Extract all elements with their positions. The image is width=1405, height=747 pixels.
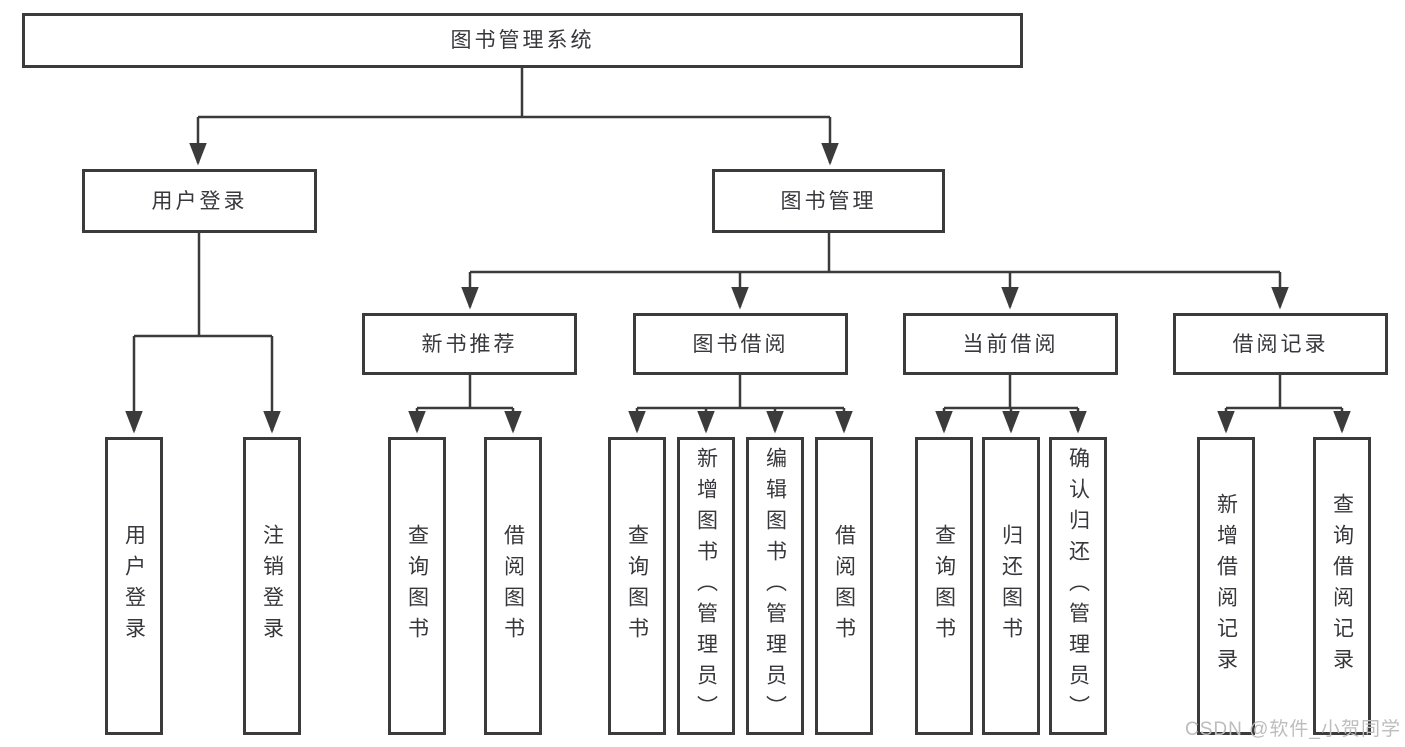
- node-leaf-logout-label: 注销登录: [260, 524, 284, 648]
- node-book-mgmt: 图书管理: [712, 169, 945, 233]
- connector-book-mgmt-children: [461, 233, 1289, 310]
- node-leaf-confirm-return-label: 确认归还（管理员）: [1066, 446, 1090, 726]
- node-borrow-records: 借阅记录: [1173, 313, 1388, 375]
- connector-borrow-records-children: [1217, 374, 1351, 434]
- node-leaf-query-book-1-label: 查询图书: [405, 524, 429, 648]
- node-leaf-add-book-label: 新增图书（管理员）: [694, 446, 718, 726]
- node-leaf-edit-book-label: 编辑图书（管理员）: [763, 446, 787, 726]
- node-leaf-confirm-return: 确认归还（管理员）: [1049, 437, 1107, 735]
- node-root: 图书管理系统: [22, 13, 1023, 68]
- node-current-borrow: 当前借阅: [903, 313, 1118, 375]
- node-book-borrow-label: 图书借阅: [692, 332, 789, 356]
- node-user-login: 用户登录: [82, 169, 317, 233]
- node-leaf-add-record: 新增借阅记录: [1197, 437, 1255, 735]
- node-new-book-rec: 新书推荐: [362, 313, 577, 375]
- node-leaf-return-book: 归还图书: [982, 437, 1040, 735]
- node-leaf-query-book-2-label: 查询图书: [625, 524, 649, 648]
- node-leaf-add-record-label: 新增借阅记录: [1214, 493, 1238, 679]
- node-book-borrow: 图书借阅: [633, 313, 848, 375]
- connector-user-login-children: [125, 233, 281, 434]
- node-leaf-query-book-3-label: 查询图书: [932, 524, 956, 648]
- connector-current-borrow-children: [935, 374, 1087, 434]
- node-borrow-records-label: 借阅记录: [1232, 332, 1329, 356]
- node-leaf-borrow-book-1: 借阅图书: [484, 437, 542, 735]
- node-root-label: 图书管理系统: [450, 29, 595, 52]
- node-leaf-query-book-1: 查询图书: [388, 437, 446, 735]
- node-leaf-add-book: 新增图书（管理员）: [677, 437, 735, 735]
- node-leaf-borrow-book-1-label: 借阅图书: [501, 524, 525, 648]
- node-user-login-label: 用户登录: [151, 189, 248, 213]
- node-leaf-borrow-book-2-label: 借阅图书: [832, 524, 856, 648]
- node-book-mgmt-label: 图书管理: [780, 189, 877, 213]
- node-leaf-query-record: 查询借阅记录: [1313, 437, 1371, 735]
- node-leaf-borrow-book-2: 借阅图书: [815, 437, 873, 735]
- connector-root-to-level2: [189, 68, 839, 166]
- csdn-watermark: CSDN @软件_小贺同学: [1185, 719, 1401, 740]
- node-current-borrow-label: 当前借阅: [962, 332, 1059, 356]
- node-leaf-user-login-label: 用户登录: [122, 524, 146, 648]
- node-leaf-user-login: 用户登录: [105, 437, 163, 735]
- node-leaf-query-record-label: 查询借阅记录: [1330, 493, 1354, 679]
- node-leaf-return-book-label: 归还图书: [999, 524, 1023, 648]
- node-leaf-query-book-2: 查询图书: [608, 437, 666, 735]
- node-leaf-edit-book: 编辑图书（管理员）: [746, 437, 804, 735]
- connector-book-borrow-children: [628, 375, 853, 434]
- node-leaf-logout: 注销登录: [243, 437, 301, 735]
- connector-new-book-rec-children: [408, 375, 522, 434]
- node-leaf-query-book-3: 查询图书: [915, 437, 973, 735]
- node-new-book-rec-label: 新书推荐: [421, 332, 518, 356]
